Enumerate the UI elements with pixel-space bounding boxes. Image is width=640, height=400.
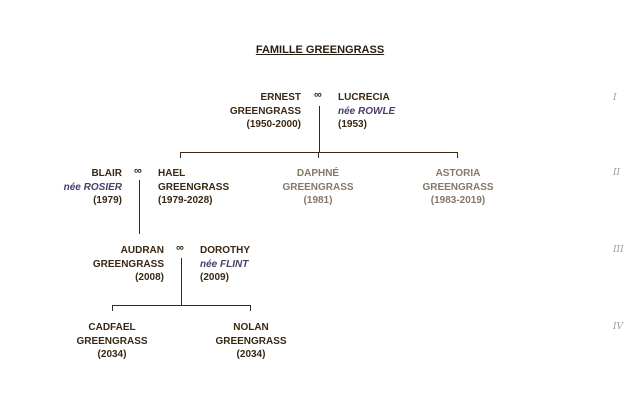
last-name: GREENGRASS — [76, 335, 148, 347]
first-name: CADFAEL — [88, 322, 136, 333]
last-name: GREENGRASS — [158, 181, 230, 193]
last-name: GREENGRASS — [92, 258, 164, 270]
person-lucrecia: LUCRECIA née ROWLE (1953) — [338, 91, 395, 132]
person-hael: HAEL GREENGRASS (1979-2028) — [158, 167, 229, 208]
dates: (1953) — [338, 119, 367, 130]
dates: (1983-2019) — [430, 195, 486, 206]
dates: (2034) — [97, 349, 127, 360]
first-name: HAEL — [158, 168, 186, 179]
person-ernest: ERNEST GREENGRASS (1950-2000) — [230, 91, 301, 132]
first-name: LUCRECIA — [338, 92, 390, 103]
dates: (2009) — [200, 272, 229, 283]
first-name: BLAIR — [91, 168, 122, 179]
generation-label-1: I — [613, 93, 617, 103]
maiden-name: née ROSIER — [63, 181, 122, 193]
tree-title: FAMILLE GREENGRASS — [255, 44, 385, 56]
first-name: DAPHNÉ — [296, 168, 340, 179]
last-name: GREENGRASS — [229, 105, 301, 117]
person-dorothy: DOROTHY née FLINT (2009) — [200, 244, 250, 285]
marriage-symbol-gen3: ∞ — [176, 242, 184, 254]
last-name: GREENGRASS — [282, 181, 354, 193]
person-daphne: DAPHNÉ GREENGRASS (1981) — [268, 167, 368, 208]
dates: (2034) — [236, 349, 266, 360]
first-name: NOLAN — [233, 322, 269, 333]
first-name: ASTORIA — [435, 168, 481, 179]
first-name: AUDRAN — [120, 245, 164, 256]
dates: (1979) — [93, 195, 122, 206]
marriage-symbol-gen2: ∞ — [134, 165, 142, 177]
maiden-name: née ROWLE — [338, 105, 396, 117]
first-name: ERNEST — [260, 92, 301, 103]
maiden-name: née FLINT — [200, 258, 249, 270]
first-name: DOROTHY — [200, 245, 250, 256]
person-audran: AUDRAN GREENGRASS (2008) — [93, 244, 164, 285]
generation-label-3: III — [613, 245, 624, 255]
dates: (2008) — [135, 272, 164, 283]
dates: (1979-2028) — [158, 195, 213, 206]
person-cadfael: CADFAEL GREENGRASS (2034) — [62, 321, 162, 362]
person-blair: BLAIR née ROSIER (1979) — [64, 167, 122, 208]
last-name: GREENGRASS — [215, 335, 287, 347]
dates: (1981) — [303, 195, 333, 206]
person-astoria: ASTORIA GREENGRASS (1983-2019) — [408, 167, 508, 208]
generation-label-4: IV — [613, 322, 624, 332]
last-name: GREENGRASS — [422, 181, 494, 193]
dates: (1950-2000) — [246, 119, 301, 130]
person-nolan: NOLAN GREENGRASS (2034) — [201, 321, 301, 362]
marriage-symbol-gen1: ∞ — [314, 89, 322, 101]
generation-label-2: II — [613, 168, 621, 178]
